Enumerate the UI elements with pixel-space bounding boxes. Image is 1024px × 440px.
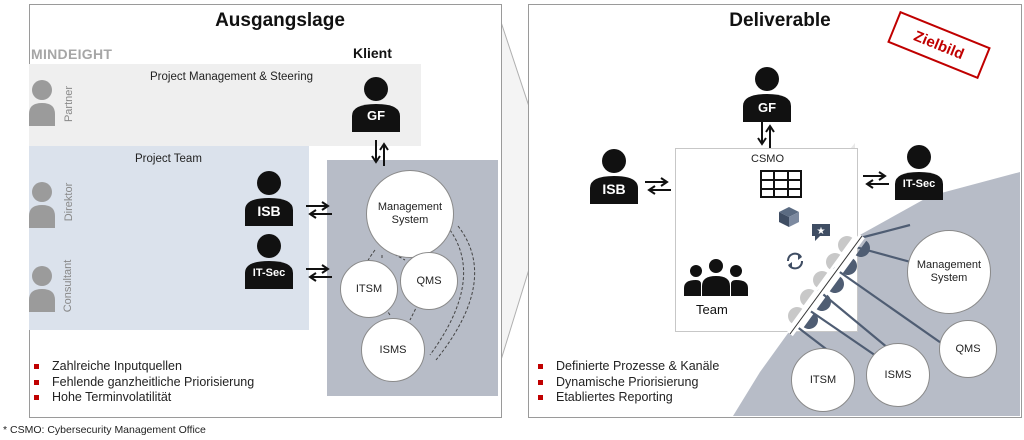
vertical-exchange-arrows-icon bbox=[371, 140, 389, 166]
pm-band-label: Project Management & Steering bbox=[150, 71, 314, 83]
exchange-arrows-icon bbox=[645, 177, 671, 195]
qms-circle: QMS bbox=[939, 320, 997, 378]
exchange-arrows-icon bbox=[306, 264, 332, 282]
bullet-item: Zahlreiche Inputquellen bbox=[32, 359, 254, 375]
bullet-item: Etabliertes Reporting bbox=[536, 390, 719, 406]
team-icon bbox=[684, 259, 748, 296]
gf-label: GF bbox=[366, 108, 386, 123]
bullet-item: Fehlende ganzheitliche Priorisierung bbox=[32, 375, 254, 391]
refresh-icon bbox=[787, 252, 803, 270]
qms-circle: QMS bbox=[400, 252, 458, 310]
team-band-label: Project Team bbox=[135, 153, 202, 165]
mgmt-system-circle: Management System bbox=[366, 170, 454, 258]
isms-circle: ISMS bbox=[866, 343, 930, 407]
itsm-circle: ITSM bbox=[340, 260, 398, 318]
client-label: Klient bbox=[353, 45, 392, 61]
itsec-label: IT-Sec bbox=[252, 267, 286, 279]
bullet-item: Definierte Prozesse & Kanäle bbox=[536, 359, 719, 375]
isb-person-icon bbox=[245, 171, 293, 226]
isb-label: ISB bbox=[602, 181, 626, 197]
itsec-person-icon bbox=[895, 145, 943, 200]
gf-person-icon bbox=[352, 77, 400, 132]
right-bullet-list: Definierte Prozesse & Kanäle Dynamische … bbox=[536, 359, 719, 406]
left-bullet-list: Zahlreiche Inputquellen Fehlende ganzhei… bbox=[32, 359, 254, 406]
footnote: * CSMO: Cybersecurity Management Office bbox=[3, 424, 206, 436]
vertical-exchange-arrows-icon bbox=[757, 122, 775, 148]
table-grid-icon bbox=[760, 170, 802, 198]
exchange-arrows-icon bbox=[863, 171, 889, 189]
bullet-item: Hohe Terminvolatilität bbox=[32, 390, 254, 406]
itsm-circle: ITSM bbox=[791, 348, 855, 412]
mgmt-system-circle: Management System bbox=[907, 230, 991, 314]
itsec-label: IT-Sec bbox=[902, 178, 936, 190]
team-label: Team bbox=[696, 302, 728, 317]
direktor-person-icon bbox=[29, 182, 55, 228]
deliverable-title: Deliverable bbox=[729, 10, 831, 31]
pm-band bbox=[29, 64, 421, 146]
star-message-icon: ★ bbox=[812, 224, 830, 241]
box-icon bbox=[779, 207, 799, 227]
isb-label: ISB bbox=[257, 203, 281, 219]
itsec-person-icon bbox=[245, 234, 293, 289]
bullet-item: Dynamische Priorisierung bbox=[536, 375, 719, 391]
isms-circle: ISMS bbox=[361, 318, 425, 382]
provider-label: MINDEIGHT bbox=[31, 46, 113, 62]
ausgangslage-title: Ausgangslage bbox=[215, 10, 345, 31]
svg-text:★: ★ bbox=[817, 226, 826, 237]
exchange-arrows-icon bbox=[306, 201, 332, 219]
csmo-label: CSMO bbox=[751, 153, 784, 165]
partner-person-icon bbox=[29, 80, 55, 126]
gf-person-icon bbox=[743, 67, 791, 122]
consultant-person-icon bbox=[29, 266, 55, 312]
isb-person-icon bbox=[590, 149, 638, 204]
gf-label: GF bbox=[757, 100, 777, 115]
